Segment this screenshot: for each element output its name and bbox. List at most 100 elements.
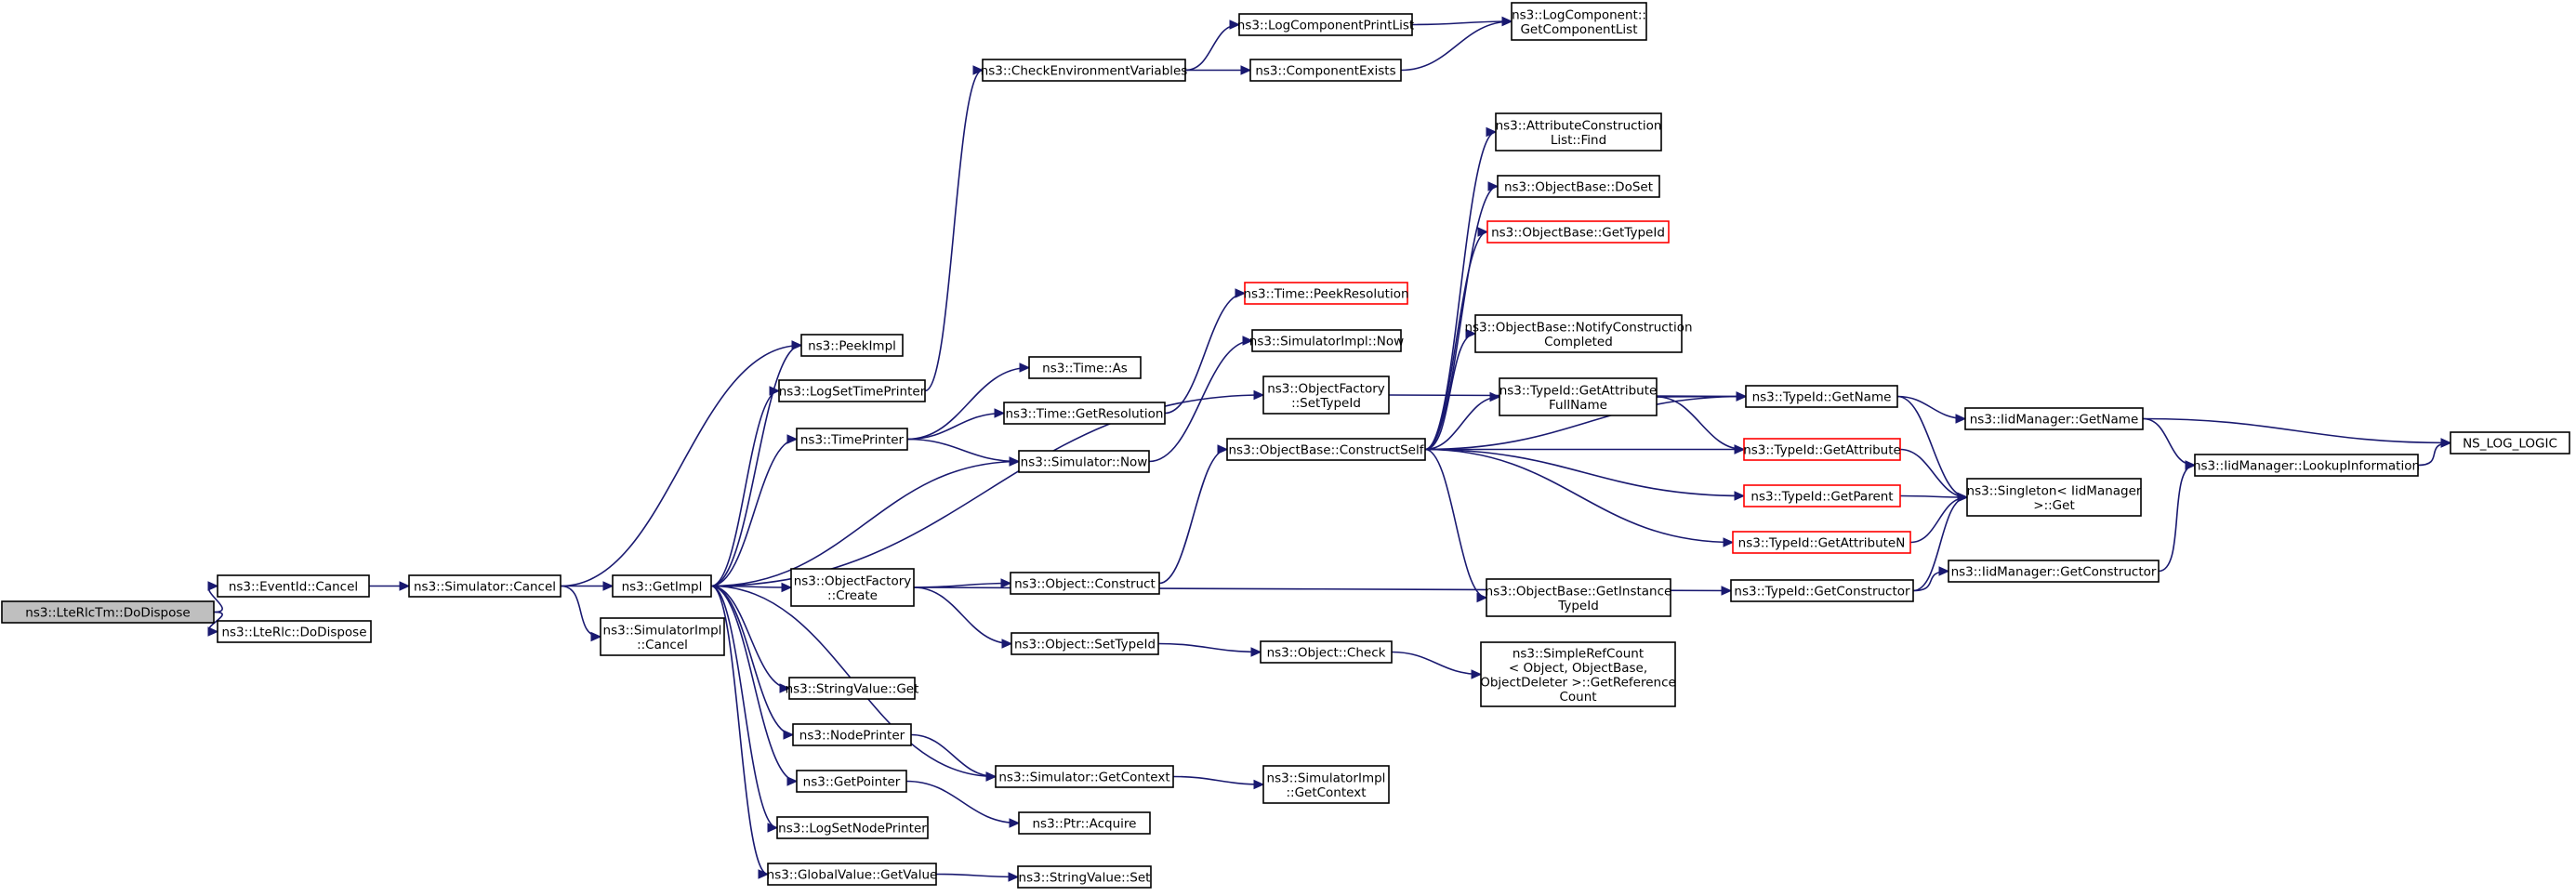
node-object-check[interactable]: ns3::Object::Check	[1260, 640, 1393, 664]
node-time-getresolution[interactable]: ns3::Time::GetResolution	[1003, 402, 1166, 425]
edge-getimpl-to-lognodeprinter	[710, 585, 779, 833]
edge-simulator-cancel-to-peekimpl	[560, 340, 803, 587]
node-getimpl[interactable]: ns3::GetImpl	[612, 574, 712, 598]
node-label: ns3::Simulator::GetContext	[998, 771, 1169, 785]
node-singleton-get[interactable]: ns3::Singleton< IidManager>::Get	[1966, 478, 2142, 517]
node-ns-log-logic[interactable]: NS_LOG_LOGIC	[2450, 431, 2570, 455]
node-checkenv[interactable]: ns3::CheckEnvironmentVariables	[981, 59, 1188, 82]
arrowhead	[1000, 578, 1012, 588]
node-iidmanager-lookupinformation[interactable]: ns3::IidManager::LookupInformation	[2193, 454, 2420, 477]
node-typeid-getname[interactable]: ns3::TypeId::GetName	[1745, 385, 1898, 408]
node-globalvalue-getvalue[interactable]: ns3::GlobalValue::GetValue	[767, 863, 938, 886]
node-ptr-acquire[interactable]: ns3::Ptr::Acquire	[1018, 811, 1151, 835]
node-typeid-getattribute[interactable]: ns3::TypeId::GetAttribute	[1743, 438, 1901, 461]
node-box	[1249, 59, 1402, 82]
node-stringvalue-get[interactable]: ns3::StringValue::Get	[786, 677, 919, 700]
arrowhead	[2440, 438, 2452, 448]
edge-checkenv-to-componentexists	[1185, 65, 1252, 75]
edge-simulator-getcontext-to-simulatorimpl-getcontext	[1172, 775, 1265, 790]
node-simulatorimpl-now[interactable]: ns3::SimulatorImpl::Now	[1249, 329, 1404, 352]
node-getpointer[interactable]: ns3::GetPointer	[796, 770, 907, 793]
node-label: Completed	[1544, 335, 1613, 349]
node-simulatorimpl-getcontext[interactable]: ns3::SimulatorImpl::GetContext	[1262, 765, 1390, 804]
node-label: ns3::IidManager::GetConstructor	[1951, 565, 2157, 580]
node-logcomponent-getcomponentlist[interactable]: ns3::LogComponent::GetComponentList	[1511, 2, 1647, 41]
node-box	[1474, 314, 1683, 353]
node-iidmanager-getconstructor[interactable]: ns3::IidManager::GetConstructor	[1948, 560, 2160, 583]
node-label: ns3::StringValue::Get	[786, 682, 919, 697]
arrowhead	[1734, 444, 1746, 455]
arrowhead	[1240, 65, 1252, 75]
arrowhead	[786, 434, 799, 444]
node-lognodeprinter[interactable]: ns3::LogSetNodePrinter	[776, 816, 929, 839]
node-componentexists[interactable]: ns3::ComponentExists	[1249, 59, 1402, 82]
node-time-peekresolution[interactable]: ns3::Time::PeekResolution	[1243, 282, 1409, 305]
node-typeid-getparent[interactable]: ns3::TypeId::GetParent	[1743, 484, 1901, 507]
node-typeid-getattributen[interactable]: ns3::TypeId::GetAttributeN	[1732, 531, 1911, 554]
node-object-construct[interactable]: ns3::Object::Construct	[1010, 572, 1160, 595]
node-objectbase-notify[interactable]: ns3::ObjectBase::NotifyConstructionCompl…	[1464, 314, 1693, 353]
edge-componentexists-to-logcomponent-getcomponentlist	[1400, 16, 1513, 72]
edge-object-settypeid-to-object-check	[1157, 642, 1262, 657]
node-time-as[interactable]: ns3::Time::As	[1028, 356, 1142, 379]
node-iidmanager-getname[interactable]: ns3::IidManager::GetName	[1964, 407, 2144, 430]
node-timeprinter[interactable]: ns3::TimePrinter	[796, 428, 908, 451]
node-root[interactable]: ns3::LteRlcTm::DoDispose	[1, 600, 215, 624]
node-objectfactory-create[interactable]: ns3::ObjectFactory::Create	[790, 568, 915, 607]
node-object-settypeid[interactable]: ns3::Object::SetTypeId	[1011, 632, 1159, 655]
node-box	[792, 723, 912, 746]
node-label: ns3::Ptr::Acquire	[1033, 817, 1137, 832]
edge-timeprinter-to-simulator-now	[906, 438, 1021, 467]
node-objectbase-gettypeid[interactable]: ns3::ObjectBase::GetTypeId	[1486, 220, 1670, 244]
node-eventid-cancel[interactable]: ns3::EventId::Cancel	[217, 574, 370, 598]
arrowhead	[1253, 779, 1265, 790]
node-objectbase-constructself[interactable]: ns3::ObjectBase::ConstructSelf	[1226, 438, 1426, 461]
edge-checkenv-to-logcomponentprintlist	[1184, 20, 1241, 72]
edge-objectbase-constructself-to-typeid-getattributefullname	[1424, 391, 1501, 451]
node-stringvalue-set[interactable]: ns3::StringValue::Set	[1017, 865, 1152, 889]
node-box	[1948, 560, 2160, 583]
node-logcomponentprintlist[interactable]: ns3::LogComponentPrintList	[1237, 13, 1414, 36]
node-typeid-getconstructor[interactable]: ns3::TypeId::GetConstructor	[1730, 579, 1914, 602]
node-nodeprinter[interactable]: ns3::NodePrinter	[792, 723, 912, 746]
node-box	[1486, 578, 1671, 617]
node-label: ns3::AttributeConstruction	[1496, 118, 1662, 133]
edge-objectbase-constructself-to-objectbase-notify	[1424, 328, 1477, 451]
node-box	[1499, 377, 1658, 416]
arrowhead	[1736, 391, 1748, 402]
edge-object-check-to-simplerefcount	[1391, 651, 1483, 679]
node-box	[1, 600, 215, 624]
node-simplerefcount[interactable]: ns3::SimpleRefCount< Object, ObjectBase,…	[1480, 641, 1676, 707]
node-box	[1262, 765, 1390, 804]
node-label: ns3::ObjectBase::ConstructSelf	[1229, 443, 1425, 458]
node-lterlc-dodispose[interactable]: ns3::LteRlc::DoDispose	[217, 620, 372, 643]
node-label: ns3::SimpleRefCount	[1513, 646, 1644, 661]
arrowhead	[1477, 227, 1489, 237]
node-box	[1743, 484, 1901, 507]
node-peekimpl[interactable]: ns3::PeekImpl	[800, 334, 904, 357]
edge-object-construct-to-objectbase-constructself	[1158, 444, 1229, 585]
node-label: ns3::GetImpl	[622, 580, 703, 595]
node-box	[217, 574, 370, 598]
arrowhead	[1501, 16, 1513, 27]
node-objectfactory-settypeid[interactable]: ns3::ObjectFactory::SetTypeId	[1262, 376, 1390, 415]
node-box	[767, 863, 937, 886]
node-logsettimeprinter[interactable]: ns3::LogSetTimePrinter	[778, 379, 926, 402]
node-simulator-now[interactable]: ns3::Simulator::Now	[1018, 450, 1150, 473]
node-simulator-cancel[interactable]: ns3::Simulator::Cancel	[408, 574, 561, 598]
node-label: ns3::ObjectFactory	[794, 573, 912, 588]
node-box	[788, 677, 916, 700]
arrowhead	[1250, 647, 1262, 657]
node-label: ns3::LogComponentPrintList	[1237, 19, 1414, 33]
node-box	[600, 617, 725, 656]
node-box	[408, 574, 561, 598]
node-objectbase-doset[interactable]: ns3::ObjectBase::DoSet	[1497, 175, 1660, 198]
node-box	[612, 574, 712, 598]
node-simulator-getcontext[interactable]: ns3::Simulator::GetContext	[995, 765, 1174, 788]
node-simulatorimpl-cancel[interactable]: ns3::SimulatorImpl::Cancel	[600, 617, 725, 656]
arrowhead	[1957, 492, 1969, 503]
